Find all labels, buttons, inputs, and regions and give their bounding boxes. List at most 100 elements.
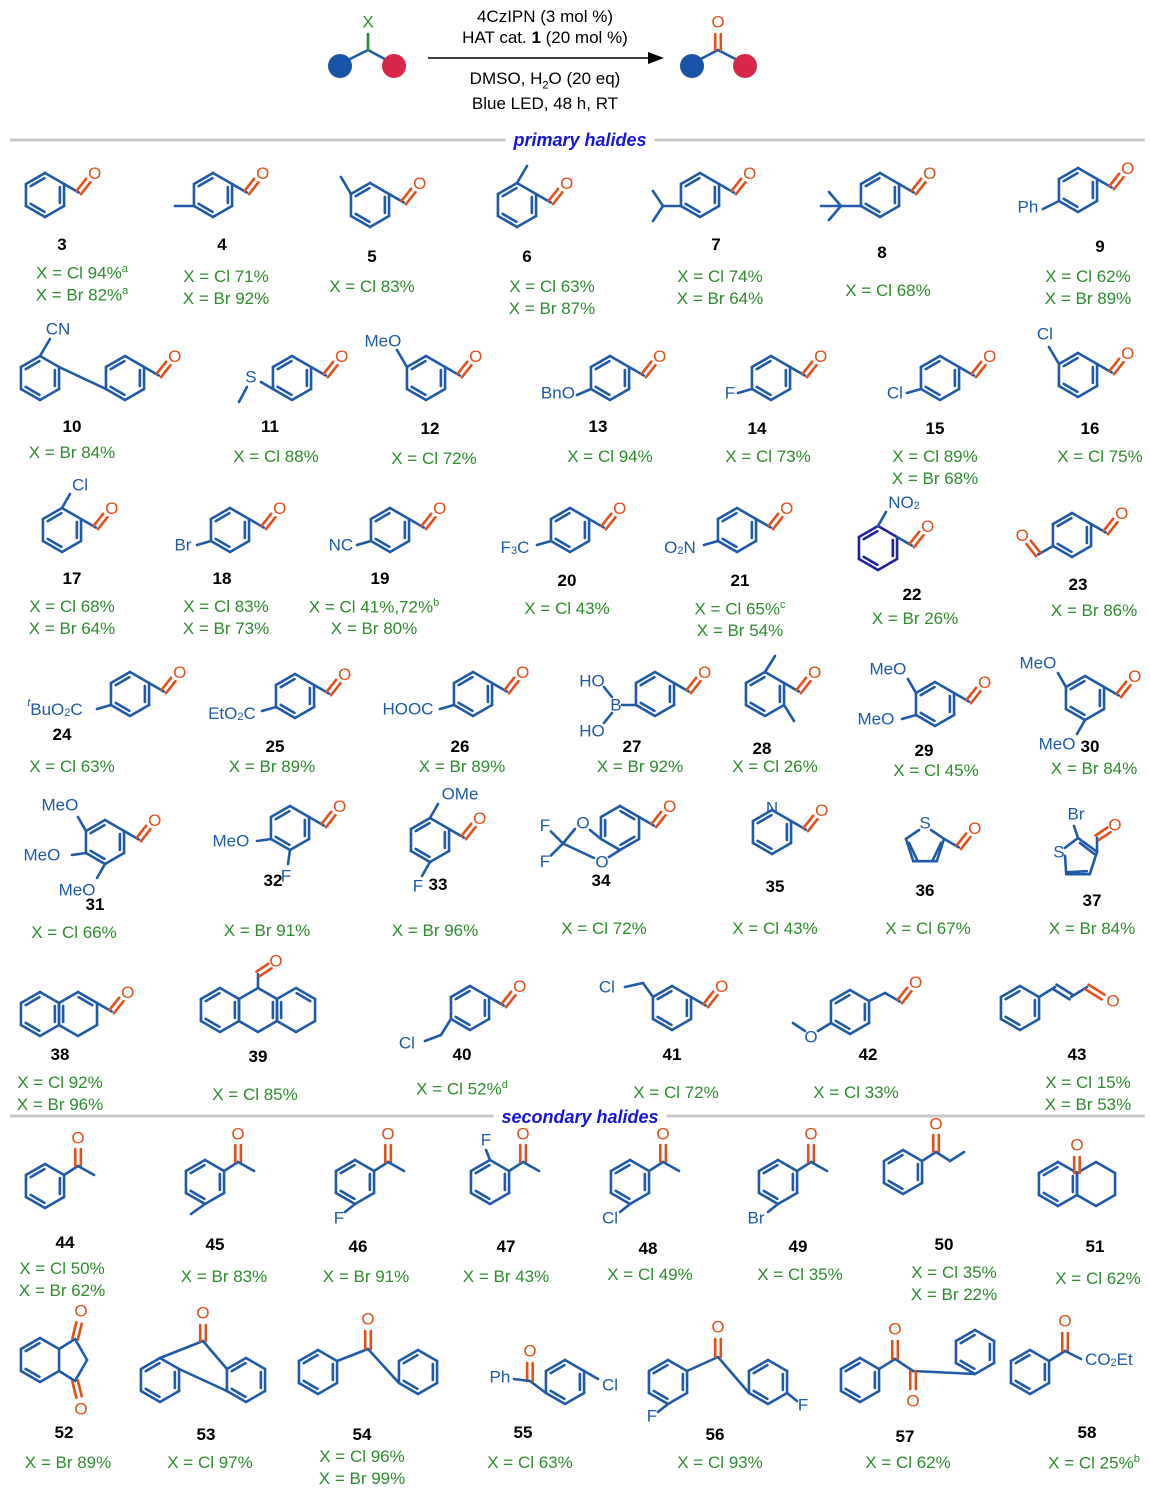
oxygen-atom: O	[808, 663, 821, 682]
yield-line: X = Br 80%	[330, 619, 418, 639]
red-substituent	[382, 54, 406, 78]
yield-line: X = Cl 43%	[732, 919, 818, 938]
conditions-below-arrow: DMSO, H2O (20 eq) Blue LED, 48 h, RT	[470, 68, 621, 114]
yield-line: X = Cl 66%	[31, 923, 117, 942]
structure-5: O	[339, 174, 426, 229]
structure-52: OO	[19, 1302, 89, 1419]
atom-label: tBuO2C	[27, 697, 83, 719]
atom-label: MeO	[24, 846, 61, 865]
compound-number: 14	[747, 419, 767, 438]
compound-number: 55	[513, 1423, 533, 1442]
structure-48: OCl	[602, 1125, 681, 1228]
compound-number: 5	[367, 247, 377, 266]
blue-substituent	[680, 54, 704, 78]
oxygen-atom: O	[513, 977, 526, 996]
oxygen-atom: O	[1121, 344, 1134, 363]
yield-line: X = Br 99%	[318, 1468, 406, 1488]
atom-label: F	[798, 1396, 808, 1415]
yield-line: X = Cl 25%b	[1048, 1453, 1140, 1473]
yield-line: X = Cl 33%	[813, 1083, 899, 1102]
oxygen-atom: O	[1058, 1312, 1071, 1331]
compound-number: 8	[877, 243, 887, 262]
yield-line: X = Cl 72%	[391, 449, 477, 468]
yield-line: X = Br 53%	[1044, 1094, 1132, 1114]
atom-label: S	[1053, 842, 1064, 861]
yield-line: X = Cl 71%	[183, 267, 269, 286]
oxygen-atom: O	[888, 1320, 901, 1339]
compound-number: 37	[1082, 891, 1102, 910]
yield-block: X = Cl 66%	[31, 922, 117, 944]
yield-line: X = Cl 41%,72%b	[308, 597, 440, 617]
oxygen-atom: O	[168, 347, 181, 366]
yield-block: X = Cl 50%X = Br 62%	[19, 1258, 105, 1302]
oxygen-atom: O	[711, 1318, 724, 1337]
compound-number: 9	[1095, 237, 1105, 256]
compound-number: 48	[638, 1239, 658, 1258]
yield-line: X = Br 82%a	[35, 285, 129, 306]
yield-block: X = Cl 83%	[329, 276, 415, 298]
yield-block: X = Cl 45%	[893, 760, 979, 782]
structure-39: O	[199, 952, 317, 1034]
structure-54: O	[297, 1310, 439, 1396]
atom-label: CO2Et	[1085, 1350, 1133, 1370]
atom-label: BnO	[541, 384, 575, 403]
yield-line: X = Br 91%	[223, 921, 311, 940]
yield-line: X = Br 92%	[596, 757, 684, 776]
atom-label: O	[595, 853, 608, 872]
compound-number: 18	[212, 569, 232, 588]
oxygen-atom: O	[560, 174, 573, 193]
compound-number: 54	[352, 1425, 372, 1444]
oxygen-atom: O	[381, 1125, 394, 1144]
yield-line: X = Cl 63%	[487, 1453, 573, 1472]
yield-line: X = Cl 63%	[29, 757, 115, 776]
atom-label: Cl	[602, 1209, 618, 1228]
yield-block: X = Cl 62%	[1055, 1268, 1141, 1290]
yield-block: X = Cl 52%d	[416, 1078, 508, 1100]
compound-number: 51	[1085, 1237, 1105, 1256]
structure-28: O	[744, 654, 821, 723]
compound-number: 43	[1067, 1045, 1087, 1064]
atom-label: NO2	[888, 493, 920, 513]
compound-number: 15	[925, 419, 945, 438]
oxygen-atom: O	[148, 811, 161, 830]
oxygen-atom: O	[711, 13, 724, 32]
yield-block: X = Cl 74%X = Br 64%	[677, 266, 763, 310]
yield-block: X = Cl 71%X = Br 92%	[183, 266, 269, 310]
oxygen-atom: O	[361, 1310, 374, 1329]
condition-line-4: Blue LED, 48 h, RT	[471, 94, 619, 114]
atom-label: MeO	[42, 796, 79, 815]
yield-line: X = Cl 63%	[509, 277, 595, 296]
yield-line: X = Cl 72%	[633, 1083, 719, 1102]
oxygen-atom: O	[1115, 504, 1128, 523]
compound-number: 58	[1077, 1423, 1097, 1442]
oxygen-atom: O	[1106, 992, 1119, 1011]
yield-line: X = Br 43%	[462, 1267, 550, 1286]
compound-number: 36	[915, 881, 935, 900]
oxygen-atom: O	[231, 1125, 244, 1144]
atom-label: EtO2C	[208, 704, 256, 724]
structure-51: O	[1037, 1136, 1117, 1208]
atom-label: Cl	[72, 476, 88, 495]
atom-label: F3C	[501, 538, 530, 558]
yield-block: X = Br 26%	[872, 608, 958, 630]
compound-number: 35	[765, 877, 785, 896]
compound-number: 27	[622, 737, 642, 756]
compound-number: 19	[370, 569, 390, 588]
atom-label: Ph	[490, 1368, 511, 1387]
atom-label: S	[919, 814, 930, 833]
oxygen-atom: O	[1121, 159, 1134, 178]
blue-substituent	[328, 54, 352, 78]
compound-number: 32	[263, 871, 283, 890]
yield-line: X = Br 89%	[418, 757, 506, 776]
yield-block: X = Cl 43%	[732, 918, 818, 940]
yield-line: X = Br 96%	[16, 1094, 104, 1114]
oxygen-atom: O	[269, 952, 282, 971]
structure-45: O	[184, 1125, 256, 1216]
structure-16: OCl	[1037, 325, 1134, 399]
yield-line: X = Cl 75%	[1057, 447, 1143, 466]
